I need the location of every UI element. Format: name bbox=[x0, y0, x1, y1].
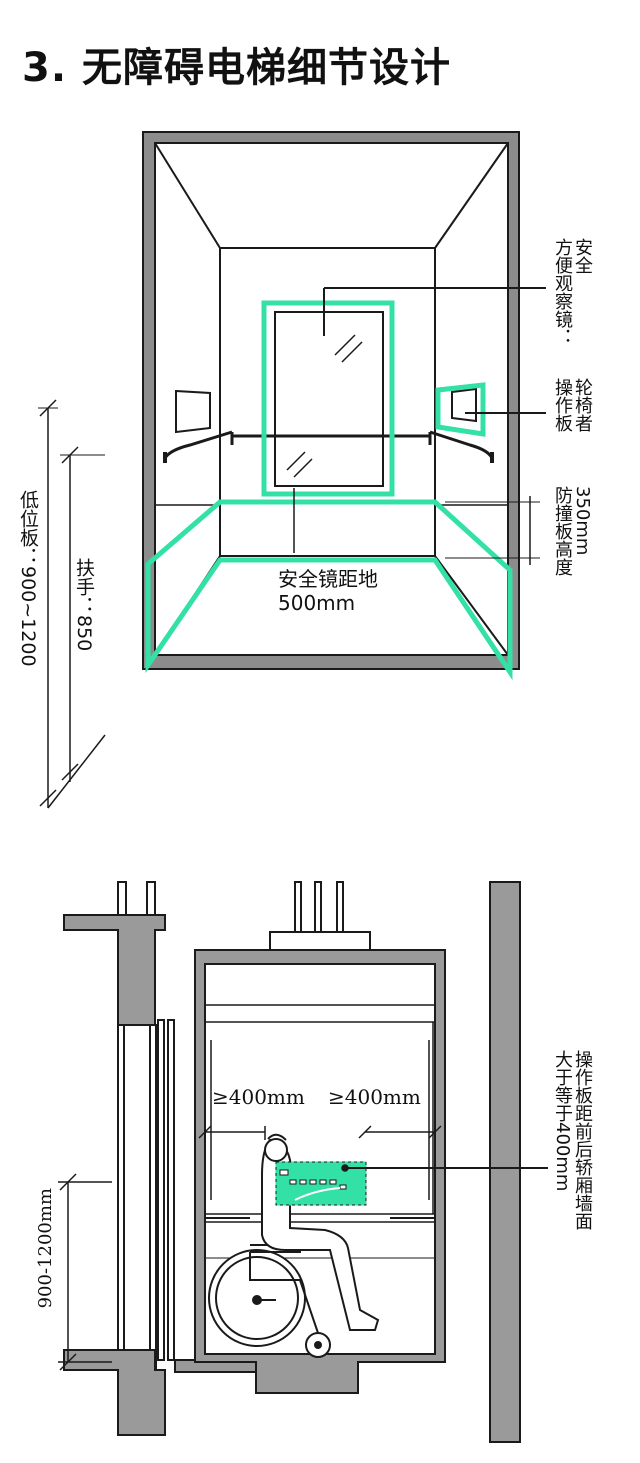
mirror-label-line1: 安全 bbox=[572, 238, 593, 274]
lower-slab bbox=[63, 1349, 166, 1436]
mirror-height-label-line2: 500mm bbox=[278, 591, 356, 615]
bumper-label-line1: 350mm bbox=[572, 486, 593, 556]
page-title: 3. 无障碍电梯细节设计 bbox=[22, 45, 451, 91]
panel-distance-line1: 操作板距前后轿厢墙面 bbox=[572, 1050, 593, 1230]
low-panel-label: 低位板：900~1200 bbox=[17, 490, 39, 667]
section-height-label: 900-1200mm bbox=[35, 1188, 56, 1309]
top-left-dimensions bbox=[38, 399, 106, 809]
panel-highlight bbox=[435, 382, 486, 437]
right-wall bbox=[489, 881, 521, 1443]
gap-right-label: ≥400mm bbox=[328, 1085, 421, 1109]
bumper-label: 350mm 防撞板高度 bbox=[552, 486, 593, 576]
handrail-label: 扶手：850 bbox=[73, 558, 95, 652]
gap-left-label: ≥400mm bbox=[212, 1085, 305, 1109]
upper-slab bbox=[63, 914, 166, 1026]
panel-label: 轮椅者 操作板 bbox=[552, 378, 593, 432]
section-control-panel bbox=[275, 1161, 367, 1206]
mirror-label-line2: 方便观察镜： bbox=[552, 238, 573, 346]
low-panels bbox=[175, 387, 477, 434]
mirror-highlight bbox=[261, 300, 395, 497]
panel-distance-label: 操作板距前后轿厢墙面 大于等于400mm bbox=[552, 1050, 593, 1230]
mirror-label: 安全 方便观察镜： bbox=[552, 238, 593, 346]
panel-label-line2: 操作板 bbox=[552, 378, 573, 432]
green-highlights bbox=[145, 300, 513, 681]
head bbox=[264, 1138, 288, 1162]
top-leaders bbox=[293, 287, 546, 565]
bumper-highlight bbox=[145, 499, 513, 681]
panel-label-line1: 轮椅者 bbox=[572, 378, 593, 432]
bumper-label-line2: 防撞板高度 bbox=[552, 486, 573, 576]
panel-distance-line2: 大于等于400mm bbox=[552, 1050, 573, 1192]
car-back-wall bbox=[219, 247, 436, 557]
safety-mirror bbox=[274, 311, 384, 487]
mirror-height-label-line1: 安全镜距地 bbox=[278, 567, 378, 591]
section-dimensions bbox=[58, 1080, 548, 1371]
